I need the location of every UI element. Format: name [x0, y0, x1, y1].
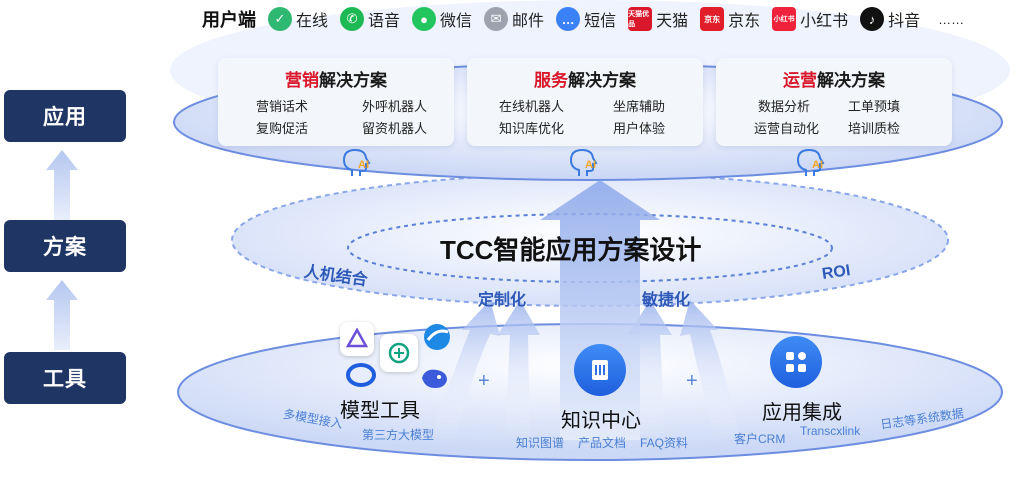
mail-icon: ✉: [484, 7, 509, 31]
channel-label: 小红书: [800, 13, 849, 30]
model-logo-icon: [340, 322, 374, 356]
plus-sign: +: [686, 370, 698, 392]
svg-text:AI: AI: [358, 159, 369, 171]
channel-douyin: ♪ 抖音: [860, 7, 920, 31]
channel-wechat: ● 微信: [412, 7, 472, 31]
layer-app: 应用: [4, 90, 126, 142]
card-title: 营销解决方案: [285, 71, 387, 90]
card-item: 坐席辅助: [613, 99, 666, 114]
sms-icon: …: [556, 7, 581, 31]
tool-sub-label: 第三方大模型: [362, 428, 435, 442]
app-grid-icon: [770, 336, 822, 388]
left-arrow-solution-to-app: [46, 150, 78, 220]
channel-jd: 京东 京东: [700, 7, 760, 31]
card-item: 知识库优化: [499, 121, 565, 136]
card-title: 服务解决方案: [534, 71, 636, 90]
phone-icon: ✆: [340, 7, 365, 31]
model-sphere-icon: [420, 320, 454, 354]
card-item: 在线机器人: [499, 99, 565, 114]
channel-mail: ✉ 邮件: [484, 7, 544, 31]
model-tool-label: 模型工具: [340, 400, 420, 422]
deepseek-whale-icon: [418, 360, 452, 394]
channel-xiaohongshu: 小红书 小红书: [772, 7, 848, 31]
channel-label: 京东: [728, 13, 761, 30]
card-item: 数据分析: [758, 99, 811, 114]
card-item: 外呼机器人: [362, 99, 428, 114]
card-title: 运营解决方案: [783, 71, 885, 90]
tool-sub-label: 知识图谱: [516, 436, 565, 450]
layer-solution: 方案: [4, 220, 126, 272]
channel-tmall: 天猫优品 天猫: [628, 7, 688, 31]
marketing-solution-card: 营销解决方案 营销话术 外呼机器人 复购促活 留资机器人: [218, 58, 454, 146]
svg-text:AI: AI: [585, 159, 596, 171]
tmall-icon: 天猫优品: [628, 7, 653, 31]
ai-head-icon: AI: [796, 148, 825, 176]
wechat-icon: ●: [412, 7, 437, 31]
card-item: 复购促活: [256, 121, 309, 136]
channel-bar: 用户端 ✓ 在线 ✆ 语音 ● 微信 ✉ 邮件 … 短信 天猫优品 天猫 京东 …: [202, 5, 964, 33]
card-item: 运营自动化: [754, 121, 820, 136]
tool-sub-label: Transcxlink: [800, 424, 861, 438]
channel-label: 语音: [368, 13, 401, 30]
model-ring-icon: [344, 358, 378, 392]
online-chat-icon: ✓: [268, 7, 292, 31]
feature-label: 定制化: [478, 292, 527, 309]
left-arrow-tool-to-solution: [46, 280, 78, 350]
card-item: 用户体验: [613, 121, 666, 136]
douyin-icon: ♪: [860, 7, 885, 31]
ai-head-icon: AI: [342, 148, 371, 176]
operation-solution-card: 运营解决方案 数据分析 工单预填 运营自动化 培训质检: [716, 58, 952, 146]
tool-sub-label: 产品文档: [578, 436, 627, 450]
central-up-arrow: [540, 180, 660, 440]
channel-label: 短信: [584, 13, 617, 30]
channel-label: 邮件: [512, 13, 545, 30]
channel-label: 在线: [296, 13, 329, 30]
xiaohongshu-icon: 小红书: [772, 7, 797, 31]
knowledge-center-label: 知识中心: [561, 410, 641, 432]
tool-sub-label: FAQ资料: [640, 436, 689, 450]
jd-icon: 京东: [700, 7, 725, 31]
channel-voice: ✆ 语音: [340, 7, 400, 31]
card-item: 培训质检: [848, 121, 901, 136]
service-solution-card: 服务解决方案 在线机器人 坐席辅助 知识库优化 用户体验: [467, 58, 703, 146]
channel-title: 用户端: [202, 10, 256, 30]
bottom-up-arrows: [430, 300, 740, 440]
card-item: 留资机器人: [362, 121, 428, 136]
channel-online: ✓ 在线: [268, 7, 328, 31]
solution-design-title: TCC智能应用方案设计: [440, 235, 702, 265]
tool-sub-label: 客户CRM: [734, 432, 786, 446]
ai-head-icon: AI: [569, 148, 598, 176]
app-integration-label: 应用集成: [762, 402, 842, 424]
feature-label: 敏捷化: [642, 292, 691, 309]
knowledge-doc-icon: [574, 344, 626, 396]
card-item: 工单预填: [848, 99, 901, 114]
card-item: 营销话术: [256, 99, 309, 114]
plus-sign: +: [478, 370, 490, 392]
svg-text:AI: AI: [812, 159, 823, 171]
channel-label: 抖音: [888, 13, 921, 30]
channel-label: 微信: [440, 13, 473, 30]
layer-tool: 工具: [4, 352, 126, 404]
channel-sms: … 短信: [556, 7, 616, 31]
channel-more: ……: [938, 11, 965, 27]
chatgpt-icon: [380, 334, 418, 372]
channel-label: 天猫: [656, 13, 689, 30]
